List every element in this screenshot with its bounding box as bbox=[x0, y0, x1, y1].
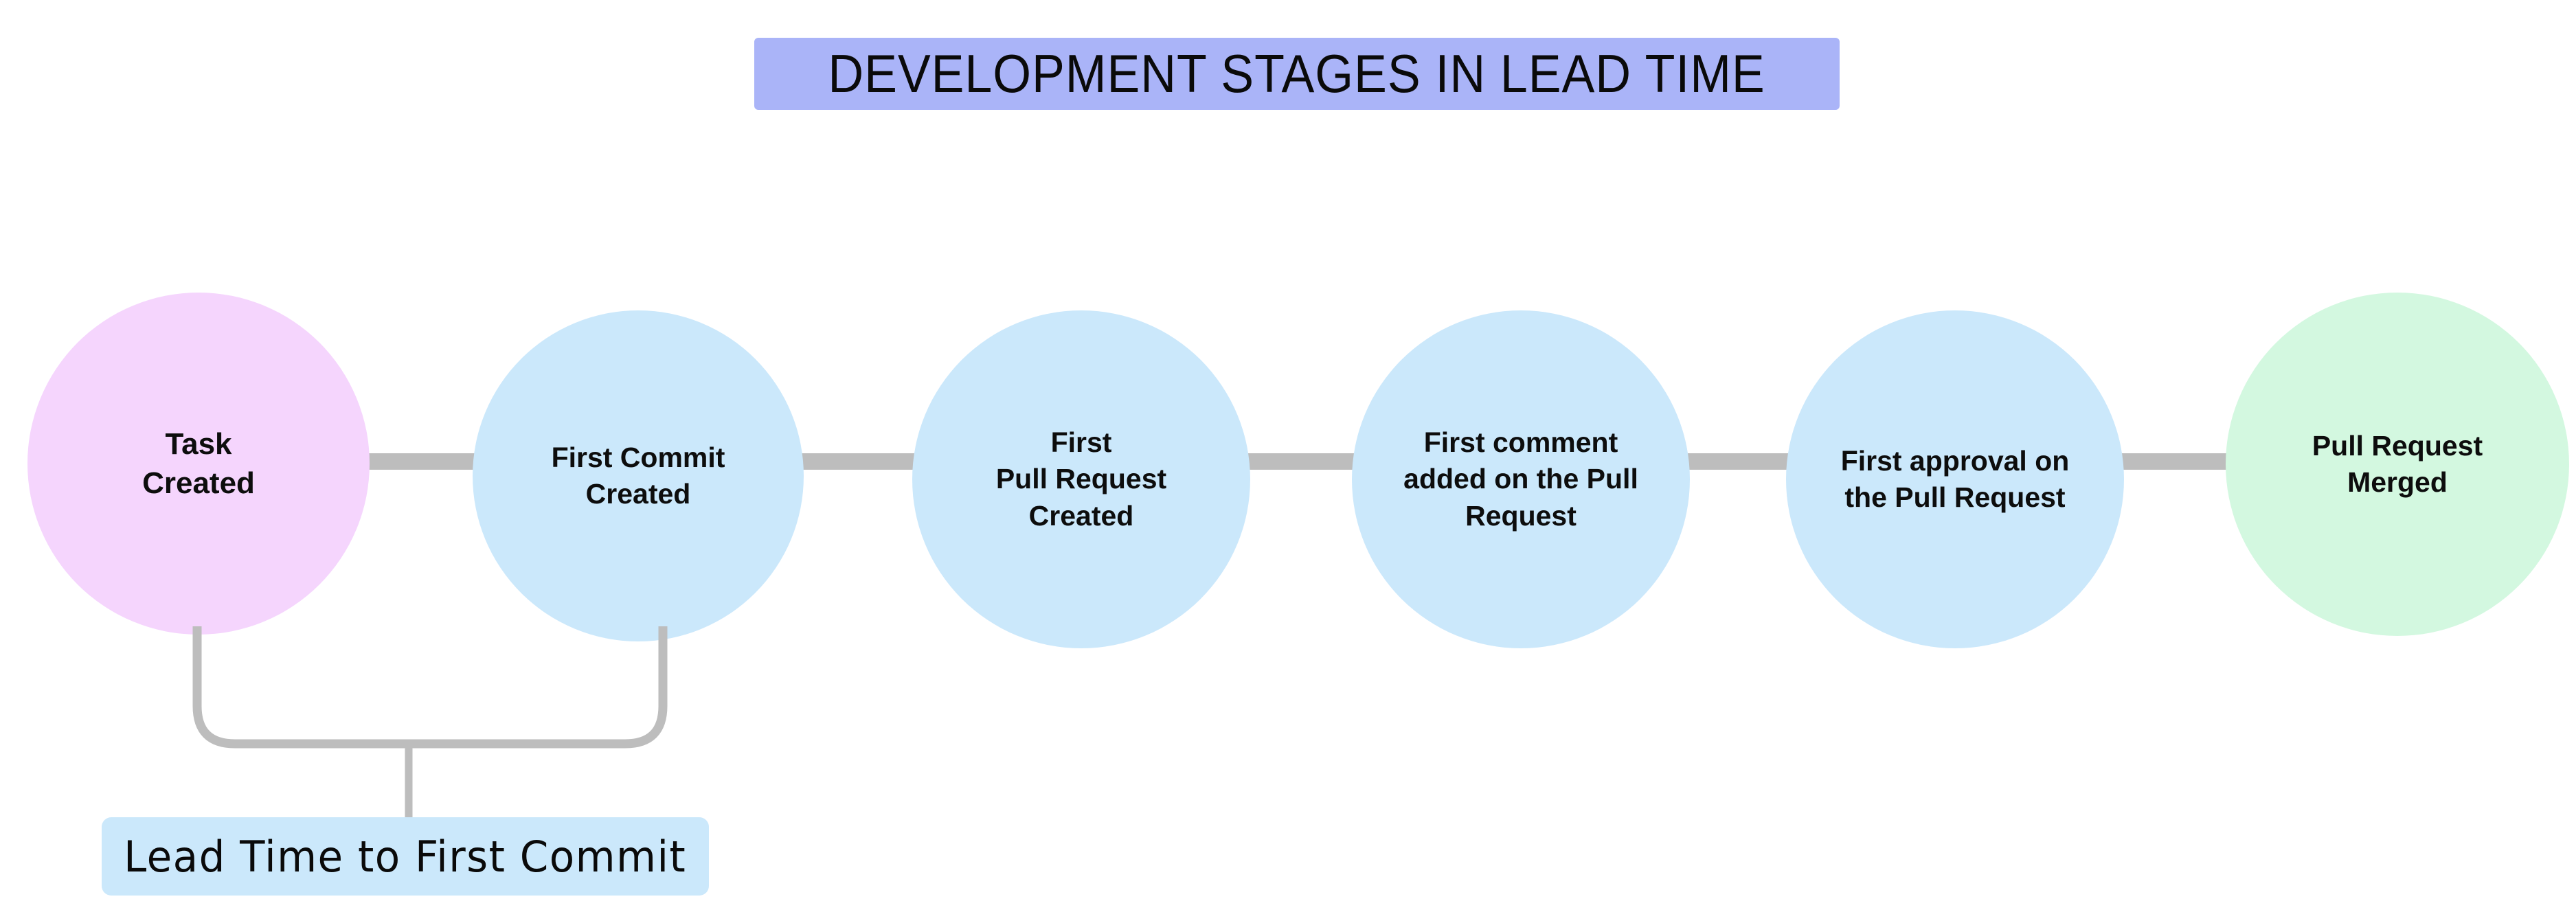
stage-label: First Pull Request Created bbox=[995, 426, 1167, 532]
stage-label: First Commit Created bbox=[551, 441, 725, 510]
stage-node-first-comment[interactable]: First comment added on the Pull Request bbox=[1352, 310, 1690, 648]
connector-3 bbox=[1241, 453, 1362, 470]
connector-4 bbox=[1680, 453, 1796, 470]
connector-5 bbox=[2114, 453, 2235, 470]
page-title: DEVELOPMENT STAGES IN LEAD TIME bbox=[828, 43, 1766, 104]
stage-label: Pull Request Merged bbox=[2312, 429, 2483, 498]
lead-time-annotation-label: Lead Time to First Commit bbox=[124, 831, 687, 882]
stage-label: First approval on the Pull Request bbox=[1840, 444, 2070, 513]
stage-node-first-pull-request[interactable]: First Pull Request Created bbox=[912, 310, 1250, 648]
stage-label: Task Created bbox=[142, 426, 255, 500]
stage-node-first-commit[interactable]: First Commit Created bbox=[473, 310, 804, 641]
connector-1 bbox=[357, 453, 485, 470]
stage-node-task-created[interactable]: Task Created bbox=[27, 293, 370, 635]
stage-node-pull-request-merged[interactable]: Pull Request Merged bbox=[2226, 293, 2569, 636]
stage-label: First comment added on the Pull Request bbox=[1403, 426, 1638, 532]
stage-node-first-approval[interactable]: First approval on the Pull Request bbox=[1786, 310, 2124, 648]
connector-2 bbox=[794, 453, 922, 470]
diagram-title-box: DEVELOPMENT STAGES IN LEAD TIME bbox=[754, 38, 1840, 110]
lead-time-annotation-box[interactable]: Lead Time to First Commit bbox=[102, 817, 709, 896]
